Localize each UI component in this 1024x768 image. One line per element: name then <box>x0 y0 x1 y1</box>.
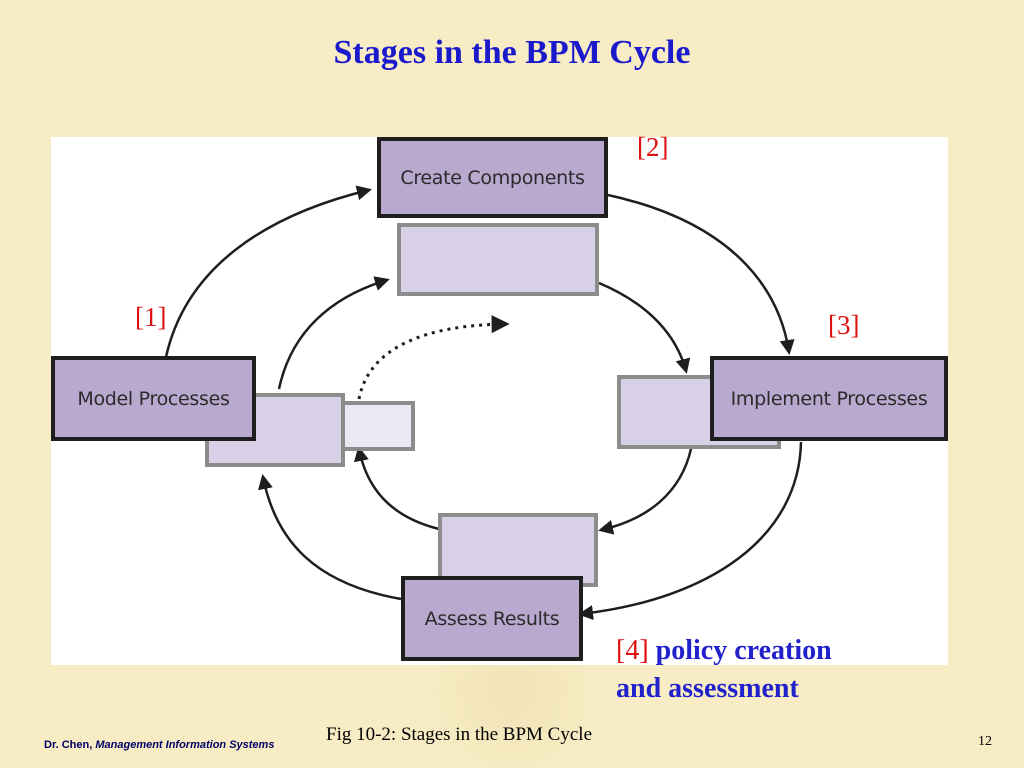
inner-arrow-assess-to-model <box>354 446 440 531</box>
marker-3: [3] <box>828 310 860 340</box>
footer-author: Dr. Chen, <box>44 739 93 751</box>
assess-results-stage: Assess Results <box>401 576 583 661</box>
inner-arrow-implement-to-assess <box>598 448 693 535</box>
arrow-implement-to-assess <box>578 441 803 621</box>
model-processes-stage: Model Processes <box>51 356 256 441</box>
inner-dotted-arrow <box>357 315 510 400</box>
inner-arrow-model-to-create <box>277 276 390 390</box>
policy-note-line2: and assessment <box>616 673 799 704</box>
figure-caption: Fig 10-2: Stages in the BPM Cycle <box>326 724 592 745</box>
marker-2: [2] <box>637 132 669 162</box>
footer-credit: Dr. Chen, Management Information Systems <box>44 739 274 751</box>
model-processes-label: Model Processes <box>77 387 230 410</box>
implement-processes-stage: Implement Processes <box>710 356 948 441</box>
policy-note-line1: policy creation <box>655 635 832 666</box>
cycle-arrows <box>164 185 803 621</box>
assess-sub-box <box>438 513 598 587</box>
model-sub-box-small <box>341 401 415 451</box>
create-components-label: Create Components <box>400 166 585 189</box>
create-components-stage: Create Components <box>377 137 608 218</box>
marker-4: [4] <box>616 635 649 666</box>
marker-1: [1] <box>135 302 167 332</box>
implement-processes-label: Implement Processes <box>730 387 928 410</box>
policy-note: [4] policy creation and assessment <box>616 632 906 708</box>
page-number: 12 <box>978 734 992 749</box>
bpm-cycle-diagram: Create Components Model Processes Implem… <box>51 137 948 665</box>
arrow-create-to-implement <box>607 193 795 355</box>
inner-arrow-create-to-implement <box>598 281 691 374</box>
create-sub-box <box>397 223 599 296</box>
slide-title: Stages in the BPM Cycle <box>333 34 691 71</box>
arrow-model-to-create <box>164 185 372 358</box>
footer-book: Management Information Systems <box>95 739 275 751</box>
arrow-assess-to-model <box>258 474 402 601</box>
assess-results-label: Assess Results <box>424 607 560 630</box>
